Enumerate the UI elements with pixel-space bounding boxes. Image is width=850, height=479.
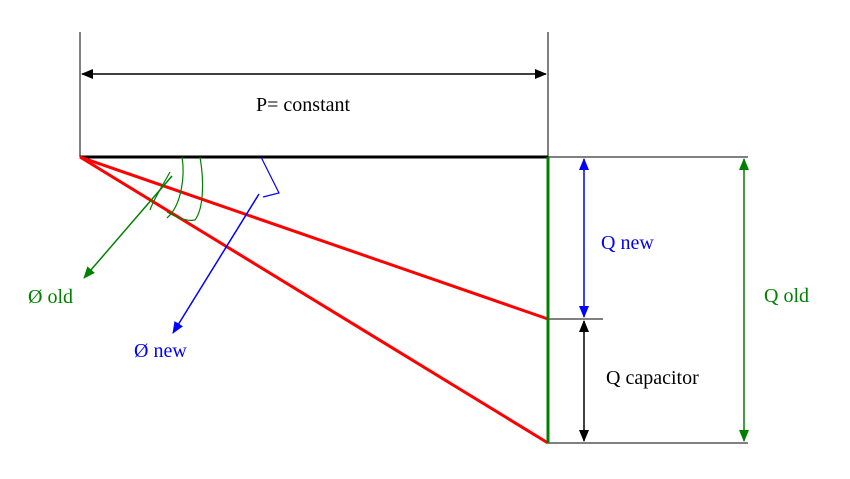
apparent-power-old-side: [79, 155, 549, 445]
q-new-label: Q new: [601, 232, 654, 254]
phi-new-pointer: [172, 193, 260, 334]
q-old-label: Q old: [764, 285, 809, 307]
phi-old-arc-inner: [166, 156, 204, 221]
phi-new-label: Ø new: [134, 340, 187, 362]
phi-old-arc-outer: [149, 171, 171, 211]
phi-new-arc: [260, 156, 280, 198]
q-capacitor-label: Q capacitor: [606, 367, 699, 389]
phi-old-pointer: [83, 175, 173, 279]
p-constant-label: P= constant: [256, 94, 350, 116]
phi-old-label: Ø old: [28, 286, 73, 308]
apparent-power-new-side: [79, 155, 549, 321]
